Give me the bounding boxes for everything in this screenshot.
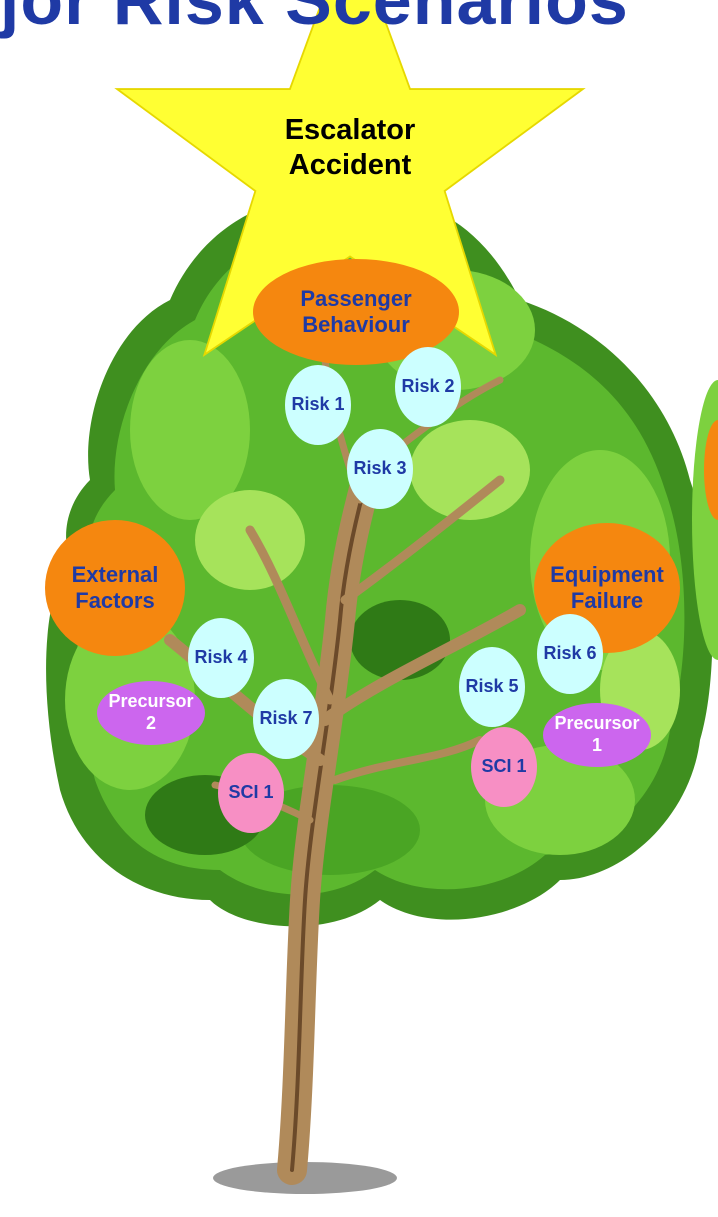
sci-label-right: SCI 1: [464, 747, 544, 787]
page-title-text: ajor Risk Scenarios: [0, 0, 629, 40]
category-label-external: External Factors: [45, 548, 185, 628]
risk-label-3: Risk 3: [340, 449, 420, 489]
risk-label-2: Risk 2: [388, 367, 468, 407]
precursor-label-2: Precursor 2: [97, 688, 205, 738]
precursor-label-1: Precursor 1: [543, 710, 651, 760]
sci-label-left: SCI 1: [211, 773, 291, 813]
risk-label-6: Risk 6: [530, 634, 610, 674]
risk-label-1: Risk 1: [278, 385, 358, 425]
risk-label-7: Risk 7: [246, 699, 326, 739]
page-title: ajor Risk Scenarios: [0, 0, 718, 40]
category-label-equipment: Equipment Failure: [534, 548, 680, 628]
category-label-passenger: Passenger Behaviour: [253, 272, 459, 352]
risk-label-5: Risk 5: [452, 667, 532, 707]
top-event-label: Escalator Accident: [240, 108, 460, 188]
risk-label-4: Risk 4: [181, 638, 261, 678]
